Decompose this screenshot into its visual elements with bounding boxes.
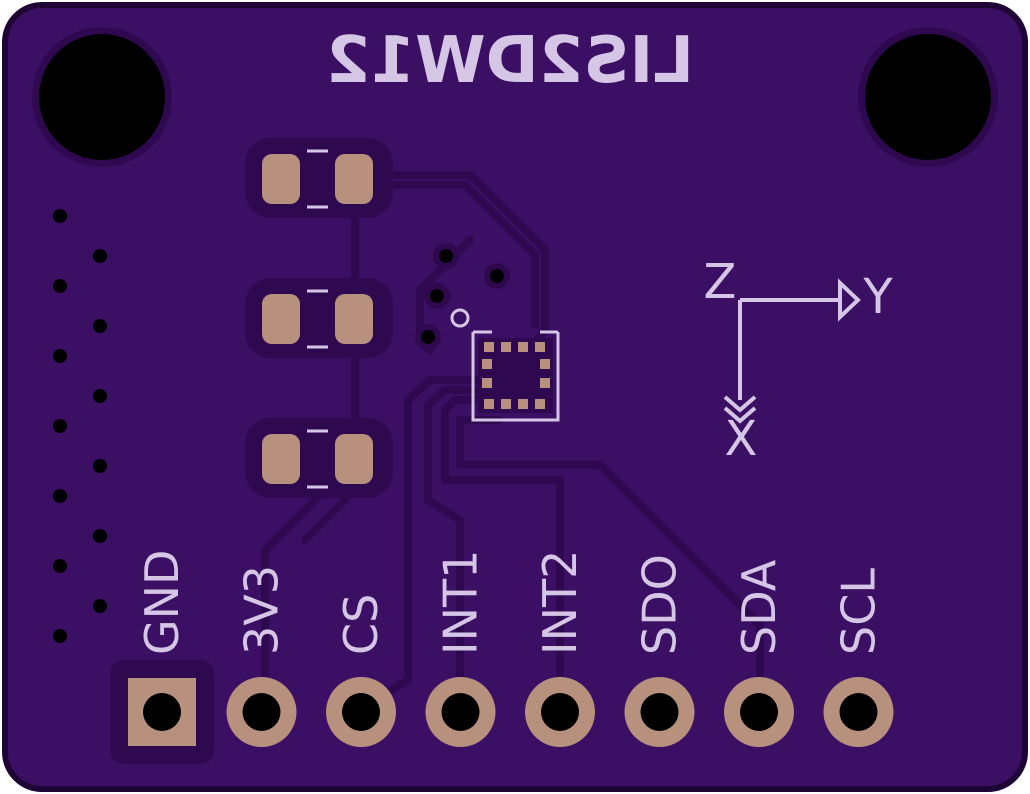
capacitor-1 — [245, 138, 393, 218]
axis-x-label: X — [725, 411, 758, 467]
pin-gnd: GND — [110, 550, 214, 764]
pin-label: INT2 — [533, 550, 587, 655]
sensor-ic — [450, 308, 560, 422]
axis-z-label: Z — [704, 254, 737, 310]
pin-3v3: 3V3 — [226, 565, 297, 747]
pin-int1: INT1 — [425, 550, 496, 747]
pin-int2: INT2 — [525, 550, 595, 747]
pin-label: 3V3 — [235, 565, 289, 655]
edge-dots — [53, 209, 107, 643]
axis-indicator — [723, 278, 861, 424]
mounting-hole-right — [858, 27, 998, 167]
vias — [415, 243, 510, 350]
mounting-hole-left — [32, 27, 172, 167]
capacitor-3 — [245, 418, 393, 498]
pin-label: INT1 — [434, 550, 488, 655]
board-title: LIS2DW12 — [326, 24, 694, 98]
axis-y-label: Y — [862, 269, 893, 325]
pin-sdo: SDO — [624, 554, 695, 747]
pin-scl: SCL — [823, 568, 894, 747]
pin-label: SDO — [633, 554, 687, 655]
pin-label: SCL — [832, 568, 886, 655]
pin-label: GND — [135, 550, 189, 655]
header-pins: GND 3V3 CS INT1 INT2 SDO SDA SCL — [110, 550, 894, 764]
pin-sda: SDA — [724, 559, 794, 747]
capacitor-2 — [245, 278, 393, 358]
pin-cs: CS — [326, 594, 396, 747]
pin-label: SDA — [732, 559, 786, 655]
pin-label: CS — [334, 594, 388, 655]
